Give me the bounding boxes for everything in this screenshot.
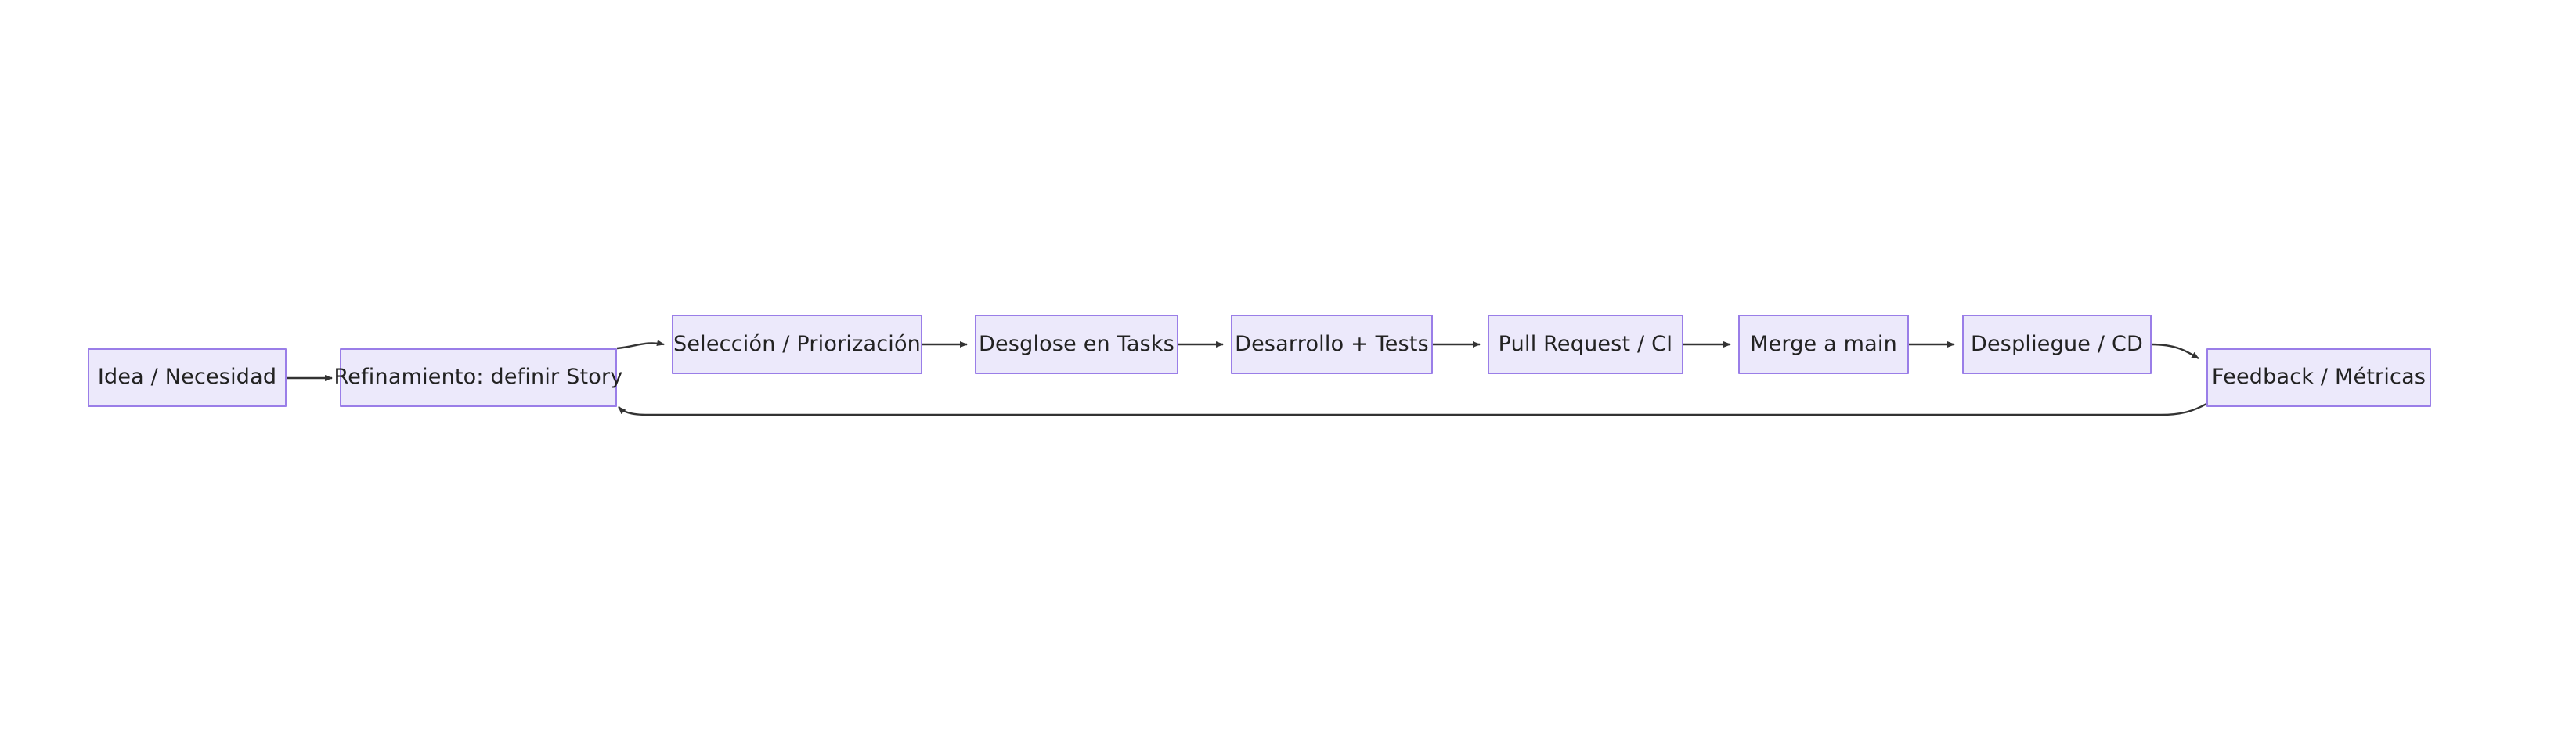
node-seleccion-label: Selección / Priorización [673, 331, 921, 356]
node-desglose-label: Desglose en Tasks [979, 331, 1174, 356]
node-seleccion[interactable]: Selección / Priorización [672, 315, 922, 374]
node-desarrollo[interactable]: Desarrollo + Tests [1231, 315, 1433, 374]
node-desglose[interactable]: Desglose en Tasks [975, 315, 1178, 374]
edge-despliegue-to-feedback [2151, 343, 2199, 360]
node-despliegue-label: Despliegue / CD [1971, 331, 2143, 356]
node-refinamiento-label: Refinamiento: definir Story [334, 365, 623, 390]
node-feedback-label: Feedback / Métricas [2211, 365, 2426, 390]
node-pull-request[interactable]: Pull Request / CI [1488, 315, 1683, 374]
node-pull-request-label: Pull Request / CI [1498, 331, 1673, 356]
node-refinamiento[interactable]: Refinamiento: definir Story [334, 348, 622, 407]
node-idea[interactable]: Idea / Necesidad [88, 348, 287, 407]
node-merge-label: Merge a main [1750, 331, 1897, 356]
edge-refinamiento-to-seleccion [616, 340, 665, 350]
node-desarrollo-label: Desarrollo + Tests [1235, 331, 1429, 356]
node-merge[interactable]: Merge a main [1738, 315, 1909, 374]
edge-feedback-to-refinamiento-loop [618, 402, 2207, 416]
node-feedback[interactable]: Feedback / Métricas [2206, 348, 2431, 407]
node-idea-label: Idea / Necesidad [97, 365, 277, 390]
node-despliegue[interactable]: Despliegue / CD [1962, 315, 2152, 374]
